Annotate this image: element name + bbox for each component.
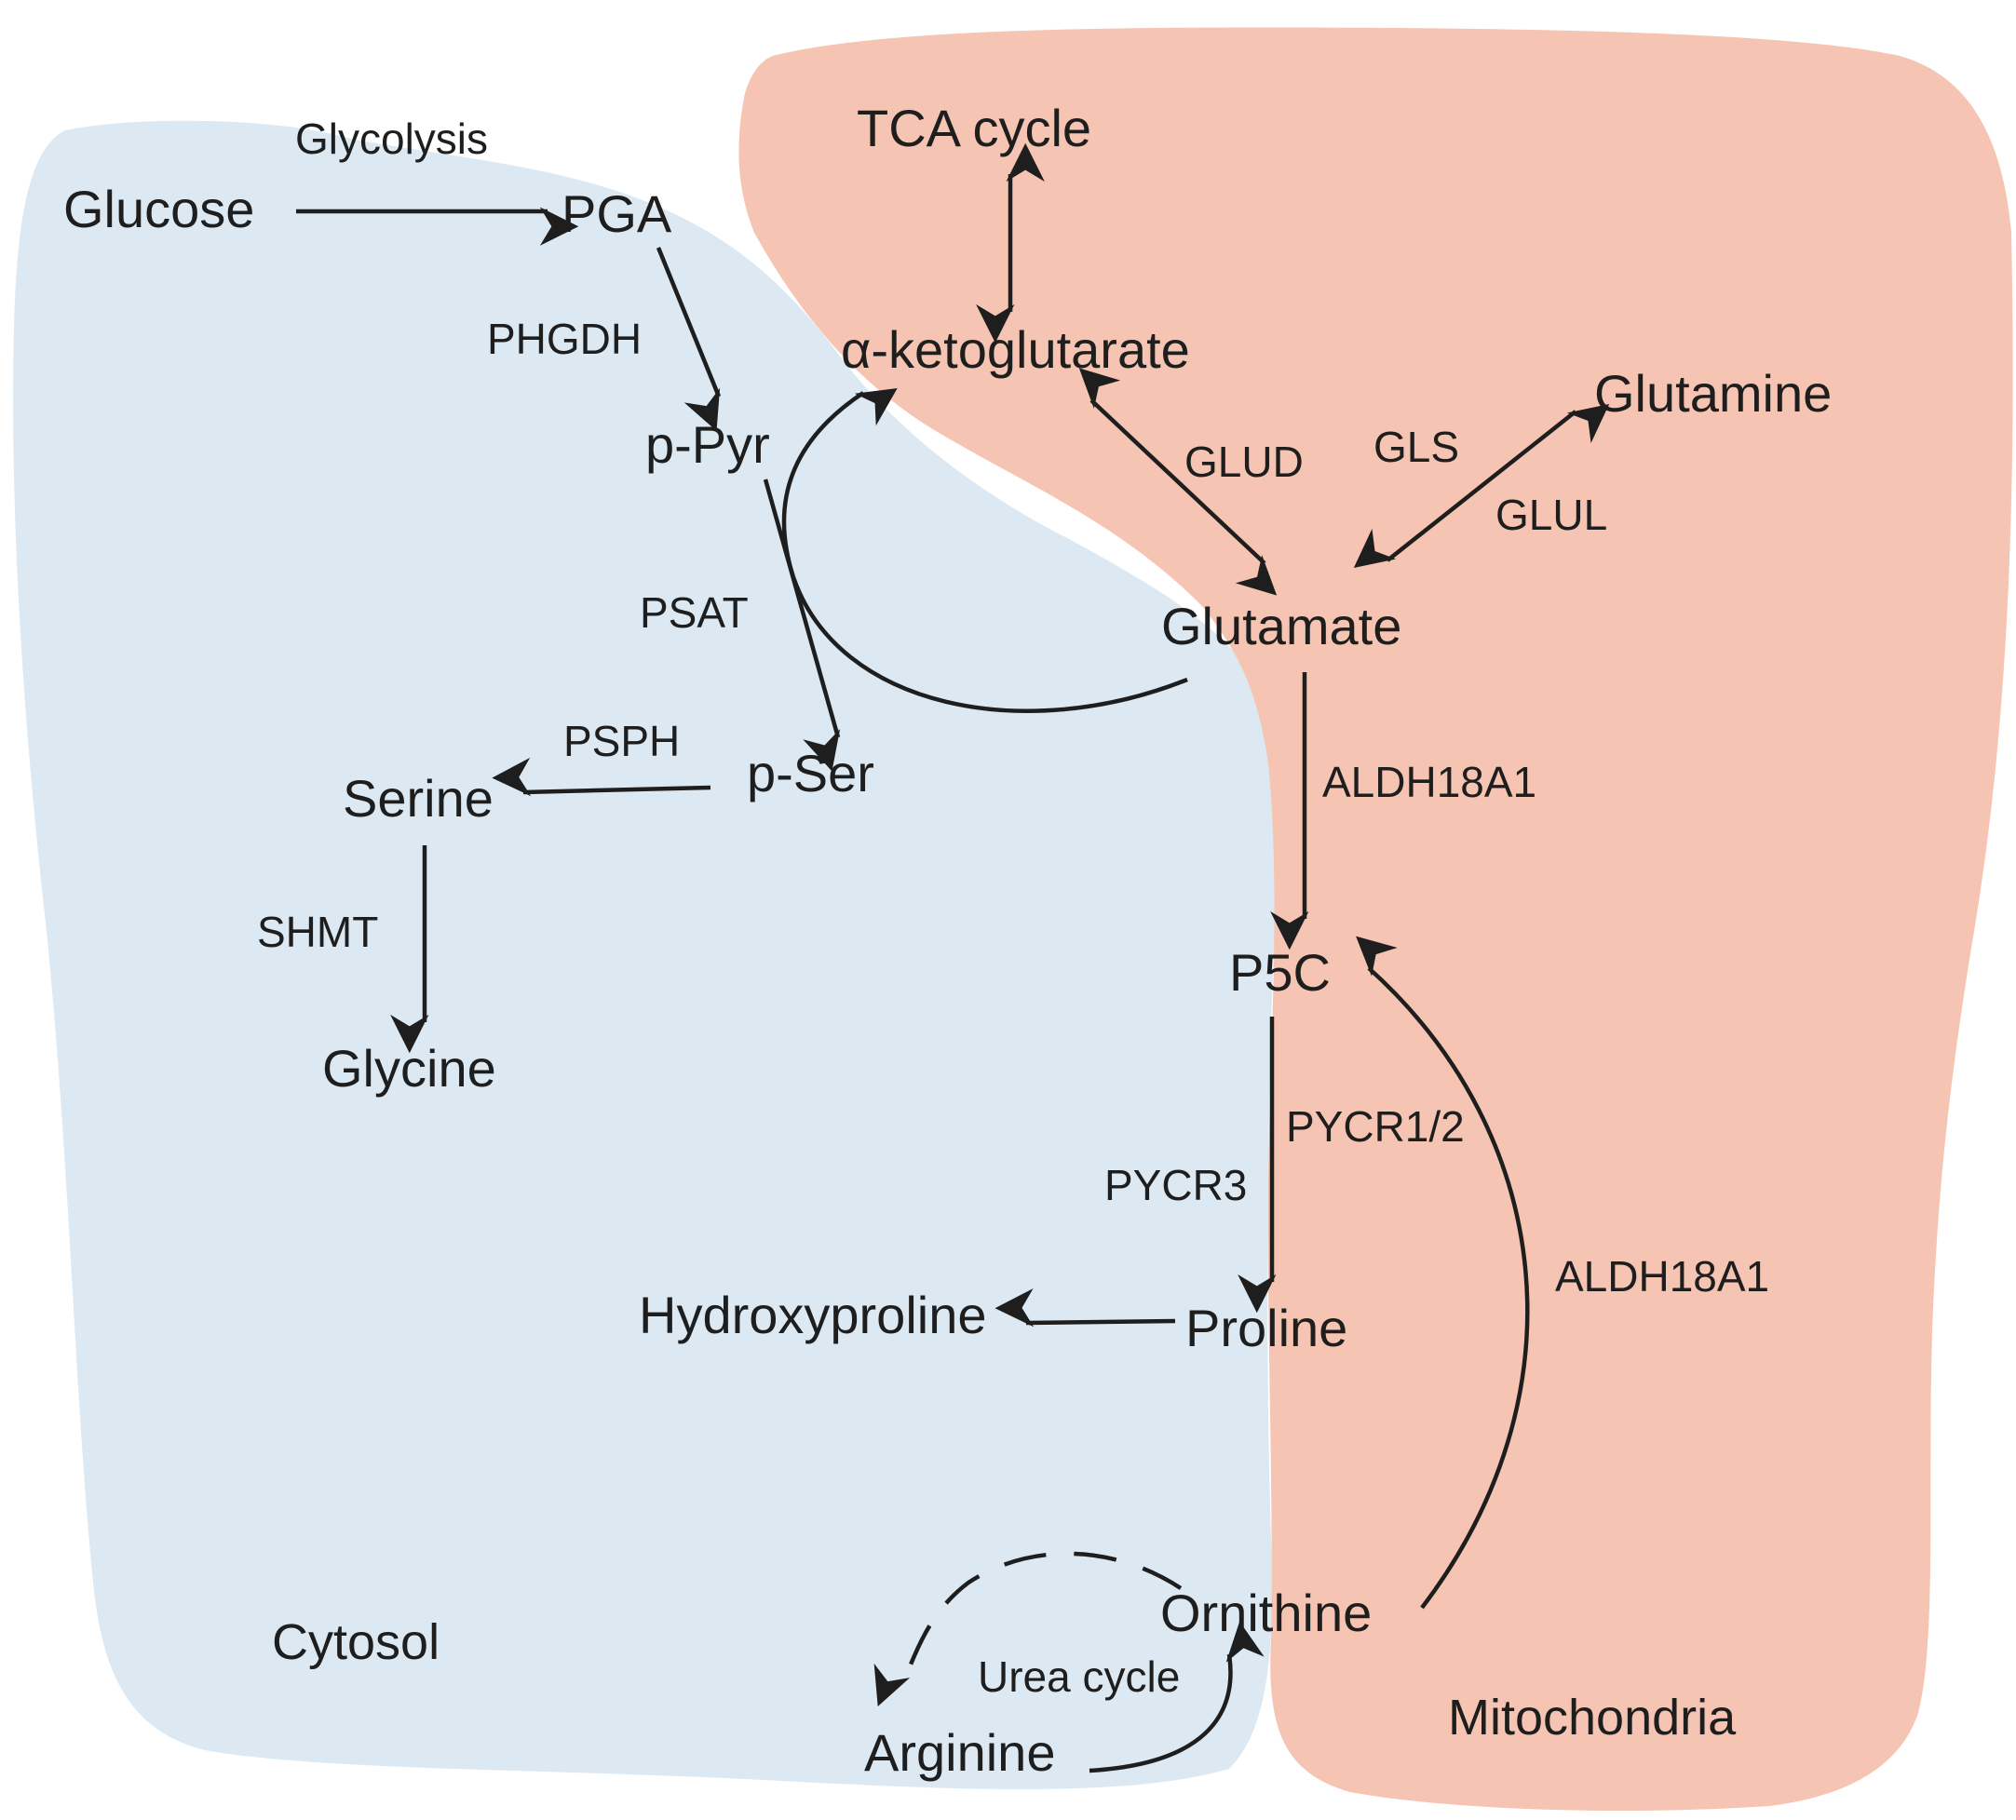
glud-double-arrow <box>1078 368 1278 596</box>
mitochondria-region <box>738 27 2013 1811</box>
glutamine-label: Glutamine <box>1594 364 1832 423</box>
proline-label: Proline <box>1185 1299 1347 1357</box>
glucose-label: Glucose <box>63 180 254 238</box>
pga-label: PGA <box>562 184 672 243</box>
glutamate-label: Glutamate <box>1161 597 1401 655</box>
glul-label: GLUL <box>1495 491 1607 539</box>
phgdh-label: PHGDH <box>487 315 642 363</box>
aldh18a1-ornithine-arrow <box>1356 936 1530 1610</box>
glycine-label: Glycine <box>322 1039 496 1098</box>
p-ser-label: p-Ser <box>747 744 874 802</box>
mitochondria-label: Mitochondria <box>1448 1690 1737 1746</box>
psph-label: PSPH <box>563 717 680 765</box>
psph-arrow <box>492 757 711 797</box>
hydroxyproline-label: Hydroxyproline <box>639 1286 987 1344</box>
glud-label: GLUD <box>1184 438 1304 486</box>
cytosol-region <box>13 120 1278 1789</box>
arginine-to-ornithine-arrow <box>1089 1621 1265 1773</box>
arginine-label: Arginine <box>864 1723 1055 1782</box>
p-pyr-label: p-Pyr <box>645 415 770 474</box>
glutamate-to-alpha-kg-arrow <box>781 387 1188 713</box>
aldh18a1-glutamate-label: ALDH18A1 <box>1322 758 1536 806</box>
glycolysis-label: Glycolysis <box>295 115 488 163</box>
aldh18a1-ornithine-label: ALDH18A1 <box>1555 1252 1769 1301</box>
tca-cycle-label: TCA cycle <box>857 99 1091 157</box>
ornithine-label: Ornithine <box>1160 1584 1372 1642</box>
urea-cycle-label: Urea cycle <box>978 1652 1180 1701</box>
alpha-ketoglutarate-label: α-ketoglutarate <box>841 320 1190 379</box>
pycr3-label: PYCR3 <box>1104 1161 1247 1209</box>
serine-label: Serine <box>343 769 494 828</box>
hydroxyproline-arrow <box>994 1288 1176 1328</box>
p5c-label: P5C <box>1229 943 1331 1002</box>
psat-label: PSAT <box>640 588 749 637</box>
shmt-label: SHMT <box>257 908 378 956</box>
gls-label: GLS <box>1373 423 1459 471</box>
urea-cycle-dashed-arrow <box>873 1551 1183 1707</box>
psat-arrow <box>763 479 841 772</box>
gls-glul-double-arrow <box>1353 404 1610 568</box>
cytosol-label: Cytosol <box>272 1614 440 1670</box>
phgdh-arrow <box>656 247 722 431</box>
pycr12-label: PYCR1/2 <box>1286 1102 1465 1151</box>
